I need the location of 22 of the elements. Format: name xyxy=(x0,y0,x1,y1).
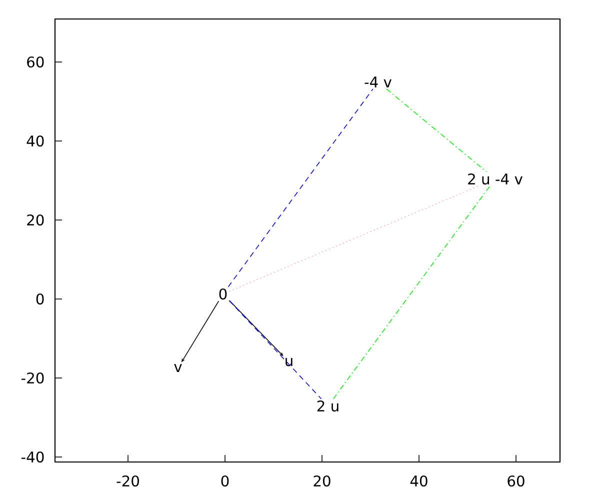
tick-label: 20 xyxy=(314,475,330,487)
connector-line xyxy=(228,186,479,292)
point-label: 2 u xyxy=(317,400,338,412)
tick-label: -20 xyxy=(22,372,44,384)
tick-label: 40 xyxy=(410,475,428,487)
tick-label: -20 xyxy=(116,475,139,487)
tick-label: 0 xyxy=(36,293,44,305)
connector-line xyxy=(228,88,374,288)
tick-label: 40 xyxy=(26,135,44,147)
tick-label: 60 xyxy=(508,475,524,487)
point-label: 0 xyxy=(219,288,227,300)
connector-line xyxy=(332,186,490,400)
point-label: u xyxy=(286,358,292,366)
tick-label: 20 xyxy=(27,214,44,226)
tick-label: 0 xyxy=(221,475,229,487)
point-label: -4 v xyxy=(364,76,392,88)
connector-line xyxy=(386,88,487,172)
point-label: 2 u -4 v xyxy=(468,173,522,185)
connector-line xyxy=(228,300,322,400)
point-label: v xyxy=(174,364,182,372)
tick-label: 60 xyxy=(27,56,44,68)
tick-label: -40 xyxy=(22,451,44,463)
